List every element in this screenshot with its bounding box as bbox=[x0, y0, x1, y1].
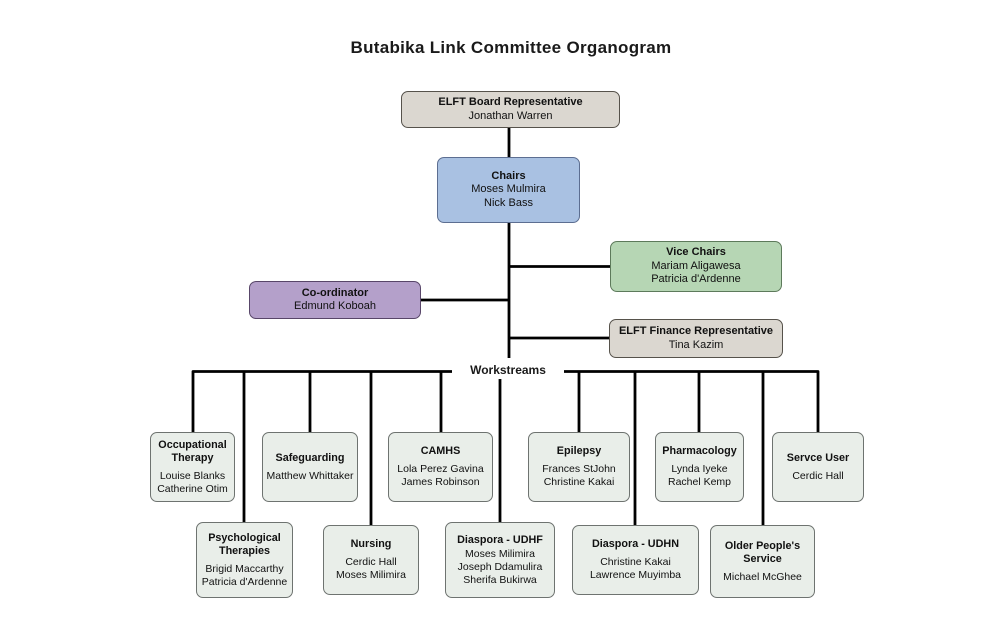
workstreams-label: Workstreams bbox=[452, 363, 564, 377]
member-name: Tina Kazim bbox=[668, 338, 724, 351]
member-name: Edmund Koboah bbox=[294, 300, 376, 312]
node-epilepsy: Epilepsy Frances StJohn Christine Kakai bbox=[528, 432, 630, 502]
node-service-user: Servce User Cerdic Hall bbox=[772, 432, 864, 502]
node-title: Nursing bbox=[350, 538, 392, 550]
member-name: Frances StJohn bbox=[542, 463, 616, 475]
node-title: Co-ordinator bbox=[301, 286, 369, 299]
node-title: ELFT Finance Representative bbox=[618, 325, 774, 337]
member-name: Cerdic Hall bbox=[792, 469, 844, 482]
member-name: Jonathan Warren bbox=[468, 109, 553, 122]
member-name: Cerdic Hall bbox=[345, 556, 397, 568]
node-title: ELFT Board Representative bbox=[438, 96, 583, 108]
member-name: Mariam Aligawesa bbox=[651, 259, 741, 272]
node-diaspora-udhn: Diaspora - UDHN Christine Kakai Lawrence… bbox=[572, 525, 699, 595]
member-name: Moses Milimira bbox=[464, 547, 535, 560]
node-coordinator: Co-ordinator Edmund Koboah bbox=[249, 281, 421, 319]
member-name: Moses Milimira bbox=[335, 569, 406, 581]
node-title: Servce User bbox=[786, 451, 850, 464]
node-title: Epilepsy bbox=[556, 445, 602, 457]
node-title: CAMHS bbox=[420, 445, 461, 457]
node-psychological-therapies: Psychological Therapies Brigid Maccarthy… bbox=[196, 522, 293, 598]
member-name: Patricia d'Ardenne bbox=[651, 273, 741, 286]
node-chairs: Chairs Moses Mulmira Nick Bass bbox=[437, 157, 580, 223]
node-older-peoples-service: Older People's Service Michael McGhee bbox=[710, 525, 815, 598]
node-occupational-therapy: Occupational Therapy Louise Blanks Cathe… bbox=[150, 432, 235, 502]
node-camhs: CAMHS Lola Perez Gavina James Robinson bbox=[388, 432, 493, 502]
node-nursing: Nursing Cerdic Hall Moses Milimira bbox=[323, 525, 419, 595]
node-title: Psychological Therapies bbox=[208, 531, 281, 557]
node-diaspora-udhf: Diaspora - UDHF Moses Milimira Joseph Dd… bbox=[445, 522, 555, 598]
member-name: Lola Perez Gavina bbox=[397, 463, 484, 475]
node-title: Diaspora - UDHF bbox=[457, 533, 543, 546]
member-name: Christine Kakai bbox=[543, 476, 615, 488]
member-name: Catherine Otim bbox=[157, 482, 228, 495]
member-name: Moses Mulmira bbox=[471, 183, 546, 196]
member-name: Lynda Iyeke bbox=[671, 463, 728, 475]
member-name: Michael McGhee bbox=[723, 570, 802, 583]
node-pharmacology: Pharmacology Lynda Iyeke Rachel Kemp bbox=[655, 432, 744, 502]
node-finance-representative: ELFT Finance Representative Tina Kazim bbox=[609, 319, 783, 358]
node-title: Vice Chairs bbox=[666, 246, 726, 259]
member-name: Nick Bass bbox=[484, 196, 533, 209]
member-name: Patricia d'Ardenne bbox=[201, 575, 288, 588]
member-name: James Robinson bbox=[401, 476, 480, 488]
node-title: Older People's Service bbox=[724, 539, 801, 565]
node-title: Occupational Therapy bbox=[158, 438, 227, 464]
member-name: Lawrence Muyimba bbox=[589, 569, 682, 581]
node-safeguarding: Safeguarding Matthew Whittaker bbox=[262, 432, 358, 502]
member-name: Joseph Ddamulira bbox=[457, 560, 543, 573]
member-name: Brigid Maccarthy bbox=[205, 562, 284, 575]
member-name: Rachel Kemp bbox=[667, 476, 732, 488]
member-name: Sherifa Bukirwa bbox=[463, 573, 537, 586]
member-name: Matthew Whittaker bbox=[266, 469, 354, 482]
page-title: Butabika Link Committee Organogram bbox=[350, 38, 672, 57]
node-title: Diaspora - UDHN bbox=[592, 538, 679, 550]
node-title: Pharmacology bbox=[662, 445, 737, 457]
node-vice-chairs: Vice Chairs Mariam Aligawesa Patricia d'… bbox=[610, 241, 782, 292]
node-title: Chairs bbox=[491, 169, 526, 182]
member-name: Louise Blanks bbox=[159, 469, 226, 482]
member-name: Christine Kakai bbox=[600, 556, 671, 568]
node-title: Safeguarding bbox=[275, 451, 345, 464]
node-board-representative: ELFT Board Representative Jonathan Warre… bbox=[401, 91, 620, 128]
